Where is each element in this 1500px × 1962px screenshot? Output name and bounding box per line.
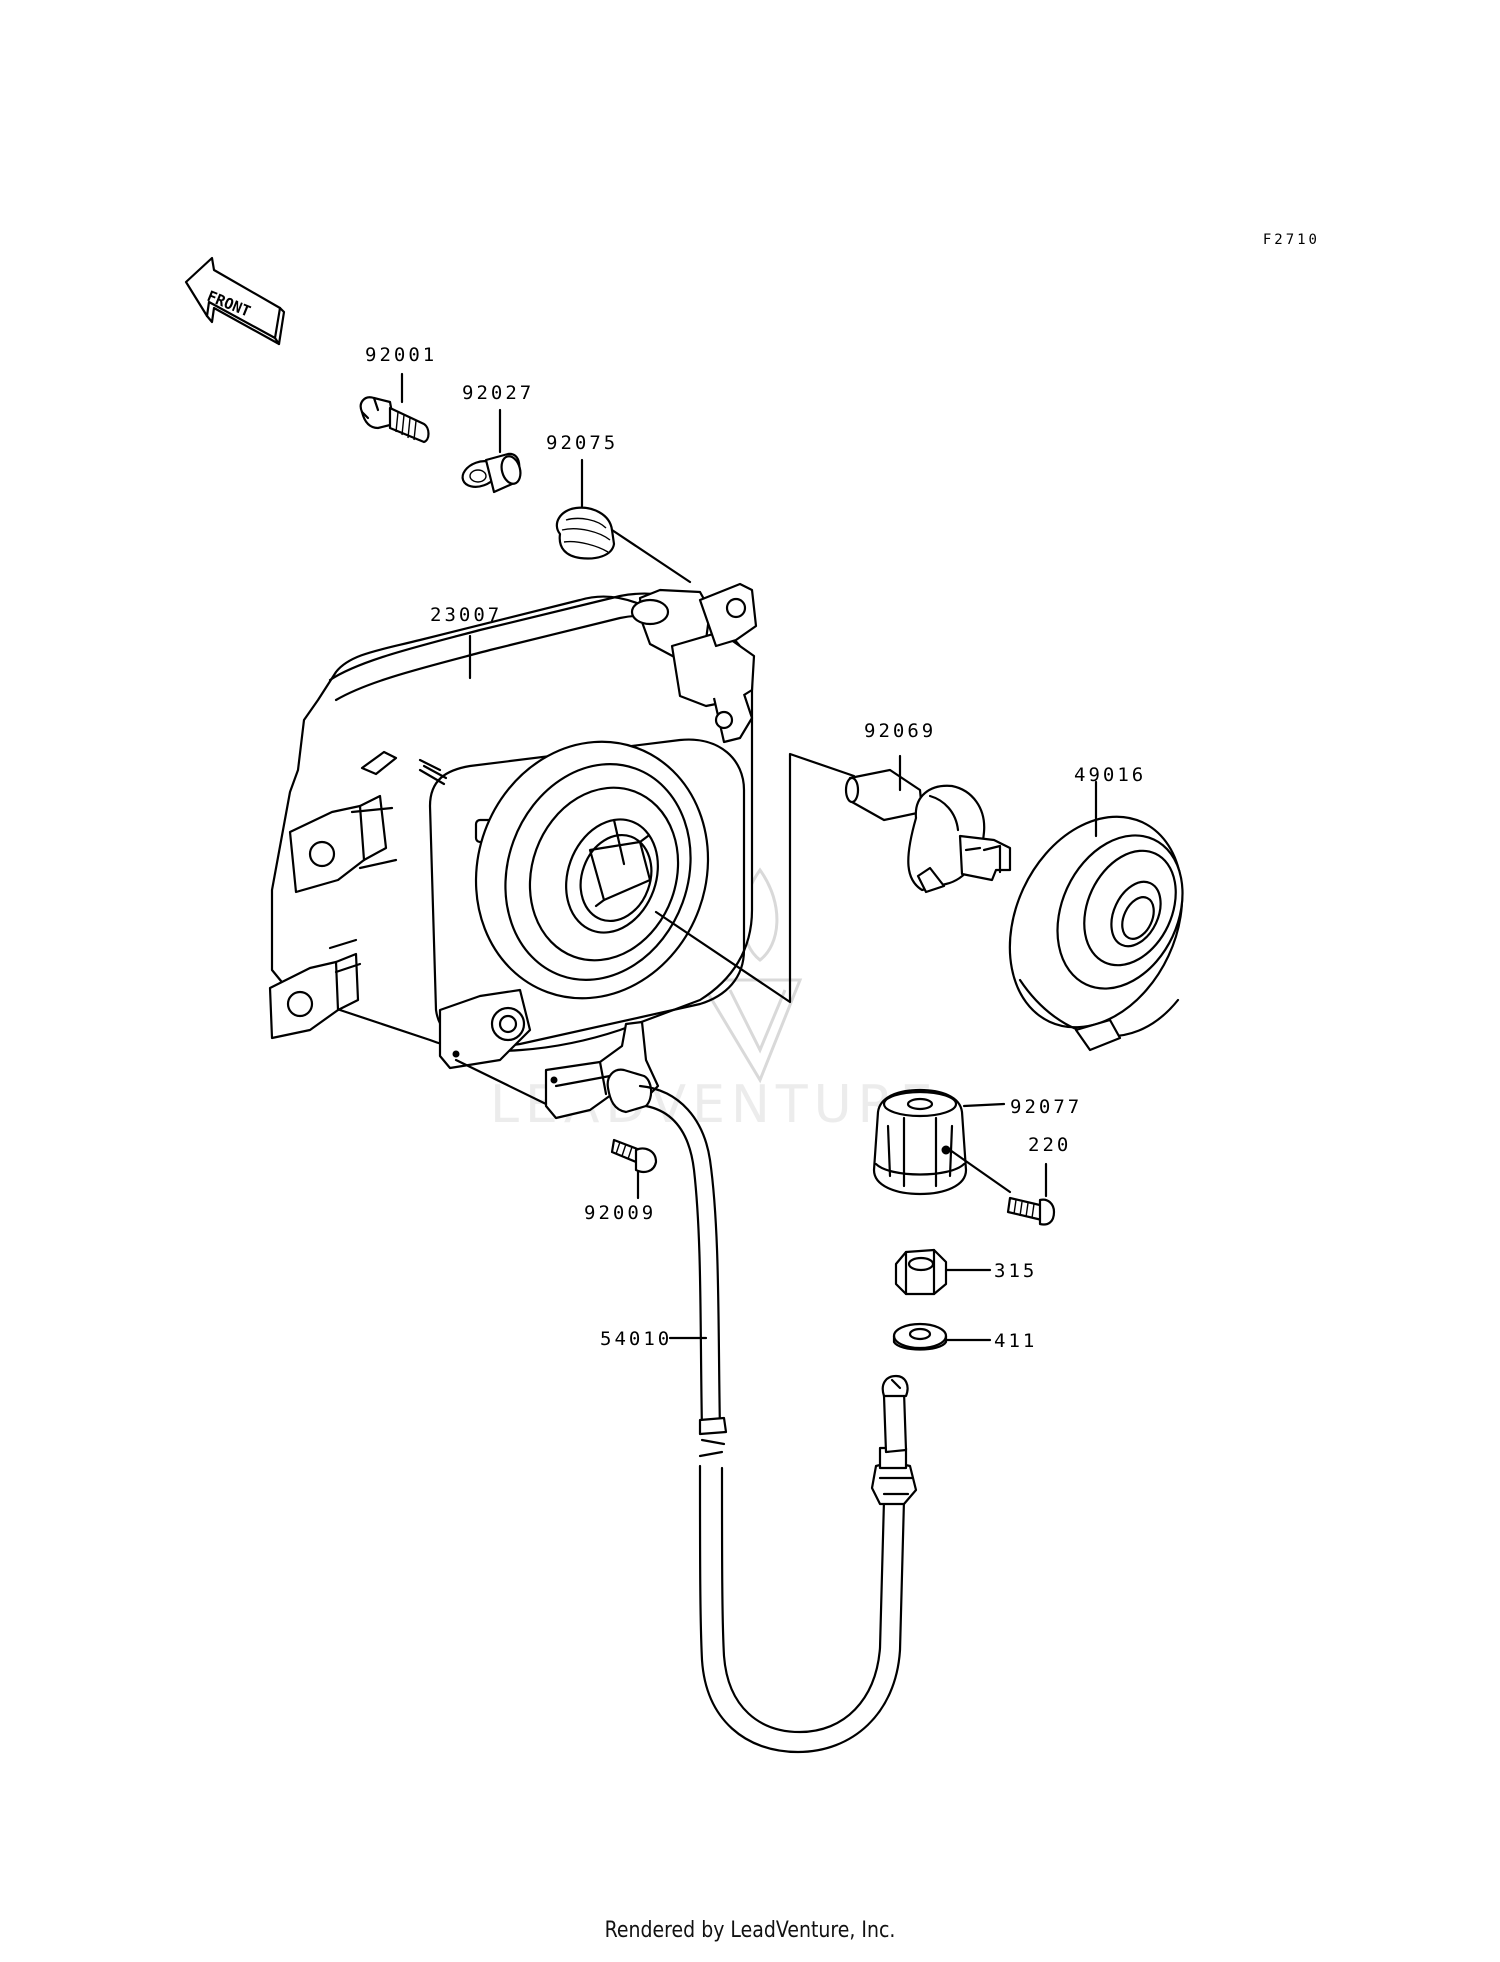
meter-cable-54010 bbox=[638, 1084, 918, 1754]
bolt-92001 bbox=[359, 396, 430, 444]
part-label-92075: 92075 bbox=[546, 432, 619, 454]
part-label-92027: 92027 bbox=[462, 382, 535, 404]
part-label-92001: 92001 bbox=[365, 344, 438, 366]
part-label-54010: 54010 bbox=[600, 1328, 673, 1350]
part-label-92009: 92009 bbox=[584, 1202, 657, 1224]
screw-92009 bbox=[610, 1138, 658, 1173]
diagram-code: F2710 bbox=[1262, 232, 1320, 248]
collar-92027 bbox=[461, 452, 522, 494]
screw-220 bbox=[1006, 1196, 1056, 1226]
rubber-cover-49016 bbox=[1008, 815, 1184, 1052]
knob-92077 bbox=[872, 1088, 968, 1196]
nut-315 bbox=[894, 1248, 948, 1296]
part-label-411: 411 bbox=[994, 1330, 1038, 1352]
part-label-220: 220 bbox=[1028, 1134, 1072, 1156]
footer-credit: Rendered by LeadVenture, Inc. bbox=[604, 1918, 896, 1943]
part-label-23007: 23007 bbox=[430, 604, 503, 626]
headlight-housing-23007 bbox=[268, 582, 758, 1070]
front-arrow-icon: FRONT bbox=[184, 256, 286, 346]
bulb-92069 bbox=[844, 768, 1012, 894]
leader-lines bbox=[400, 372, 1098, 1342]
part-label-315: 315 bbox=[994, 1260, 1038, 1282]
part-label-49016: 49016 bbox=[1074, 764, 1147, 786]
part-label-92077: 92077 bbox=[1010, 1096, 1083, 1118]
grommet-92075 bbox=[555, 506, 616, 560]
cable-bracket bbox=[544, 1020, 660, 1120]
washer-411 bbox=[892, 1322, 948, 1351]
part-label-92069: 92069 bbox=[864, 720, 937, 742]
